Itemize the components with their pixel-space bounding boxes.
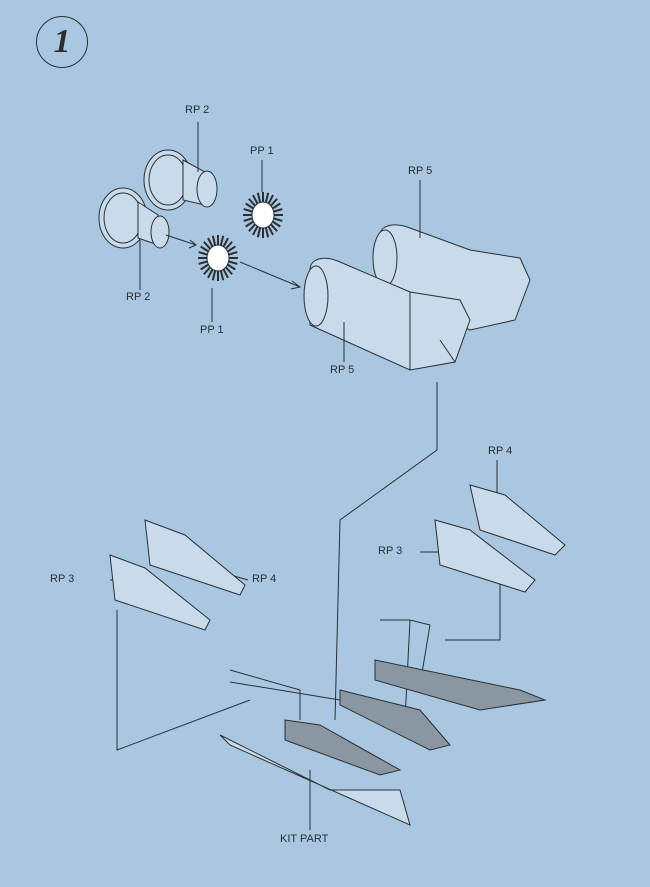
arrow-rp2-to-pp1 (165, 234, 197, 249)
part-pp1-upper (243, 192, 283, 238)
guide-arrows-left (229, 669, 341, 720)
part-front-fairing (284, 719, 402, 776)
label-rp5-bottom: RP 5 (330, 364, 355, 376)
part-rp3-right (434, 519, 536, 593)
label-pp1-top: PP 1 (250, 145, 274, 157)
label-rp2-bottom: RP 2 (126, 291, 151, 303)
kit-part (219, 734, 411, 826)
guide-line-left (116, 610, 251, 751)
part-rp2-upper (143, 149, 218, 211)
part-rp3-left (109, 554, 211, 631)
step-number-badge: 1 (36, 16, 88, 68)
part-rp4-right (469, 484, 566, 556)
label-kit-part: KIT PART (280, 833, 329, 845)
label-rp5-top: RP 5 (408, 165, 433, 177)
part-rp5-front (303, 257, 471, 371)
guide-line-rp5 (334, 382, 438, 721)
part-rp4-left (144, 519, 246, 596)
label-rp3-left: RP 3 (50, 573, 75, 585)
label-rp4-right: RP 4 (488, 445, 513, 457)
part-mid-fairing (339, 689, 451, 751)
part-rp2-lower (98, 187, 170, 249)
label-rp3-right: RP 3 (378, 545, 403, 557)
arrow-pp1-to-rp5 (239, 261, 302, 290)
label-rp4-left: RP 4 (252, 573, 277, 585)
part-pp1-lower (198, 235, 238, 281)
part-rear-fairing (374, 659, 547, 711)
label-rp2-top: RP 2 (185, 104, 210, 116)
label-pp1-bottom: PP 1 (200, 324, 224, 336)
guide-line-right (445, 560, 501, 641)
